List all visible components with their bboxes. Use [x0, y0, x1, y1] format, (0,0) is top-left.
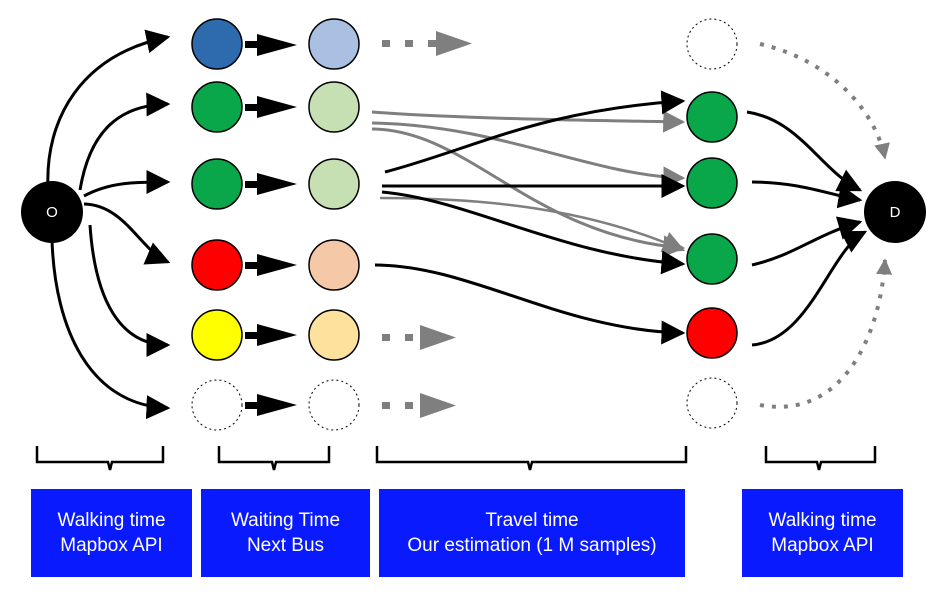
- bus-arrival-stop-1: [308, 18, 360, 70]
- brace-walking-origin: [35, 446, 165, 471]
- walk-arrows-origin: [46, 29, 171, 420]
- waiting-arrow-2: [257, 96, 297, 118]
- legend-walking-destination-line1: Walking time: [768, 510, 877, 531]
- walk-arrow-5: [88, 224, 171, 357]
- boarding-stop-3: [191, 158, 243, 210]
- continuing-arrows: [382, 31, 472, 418]
- travel-arrows-gray: [371, 110, 686, 258]
- origin-label: O: [46, 204, 58, 221]
- alighting-stop-2: [686, 91, 738, 143]
- waiting-arrow-1: [257, 34, 297, 56]
- boarding-stops: [191, 18, 243, 431]
- legend-walking-origin-line1: Walking time: [57, 510, 166, 531]
- legend-travel-line1: Travel time: [485, 510, 579, 531]
- alighting-stops: [686, 18, 738, 429]
- walk-arrows-destination: [746, 110, 868, 347]
- brace-travel: [375, 446, 688, 471]
- bus-arrival-stop-6: [308, 379, 360, 431]
- alighting-stop-4: [686, 233, 738, 285]
- waiting-arrow-6: [257, 394, 297, 416]
- walk-arrow-1: [46, 29, 171, 189]
- waiting-arrow-4: [257, 254, 297, 276]
- alighting-stop-1: [686, 18, 738, 70]
- legend-walking-origin: Walking time Mapbox API: [31, 489, 192, 577]
- walk-arrows-destination-dotted: [759, 42, 893, 409]
- destination-label: D: [890, 204, 901, 221]
- origin-node: O: [21, 181, 83, 243]
- legend-walking-destination-line2: Mapbox API: [771, 535, 874, 556]
- legend-waiting-line1: Waiting Time: [230, 510, 341, 531]
- bus-arrival-stop-3: [308, 158, 360, 210]
- alighting-stop-5: [686, 307, 738, 359]
- legend-walking-destination: Walking time Mapbox API: [742, 489, 903, 577]
- legend-travel: Travel time Our estimation (1 M samples): [379, 489, 685, 577]
- waiting-arrow-5: [257, 324, 297, 346]
- legend-waiting-line2: Next Bus: [246, 535, 325, 556]
- waiting-arrows: [245, 34, 297, 416]
- destination-node: D: [864, 181, 926, 243]
- bus-arrival-stop-4: [308, 239, 360, 291]
- walk-arrow-2: [78, 92, 171, 191]
- alighting-stop-3: [686, 157, 738, 209]
- walk-arrow-4: [83, 202, 171, 265]
- boarding-stop-4: [191, 239, 243, 291]
- boarding-stop-6: [191, 379, 243, 431]
- walk-arrow-6: [50, 239, 171, 420]
- waiting-arrow-3: [257, 173, 297, 195]
- boarding-stop-1: [191, 18, 243, 70]
- walk-arrow-3: [83, 170, 171, 198]
- brace-walking-destination: [764, 446, 877, 471]
- legend-travel-line2: Our estimation (1 M samples): [407, 535, 657, 556]
- brace-waiting: [217, 446, 331, 471]
- alighting-stop-6: [686, 377, 738, 429]
- brace-group: [35, 446, 877, 471]
- boarding-stop-5: [191, 309, 243, 361]
- bus-arrival-stop-5: [308, 309, 360, 361]
- legend-waiting: Waiting Time Next Bus: [201, 489, 370, 577]
- travel-arrows-black: [374, 90, 686, 345]
- boarding-stop-2: [191, 81, 243, 133]
- legend-walking-origin-line2: Mapbox API: [60, 535, 163, 556]
- bus-arrival-stops: [308, 18, 360, 431]
- bus-arrival-stop-2: [308, 81, 360, 133]
